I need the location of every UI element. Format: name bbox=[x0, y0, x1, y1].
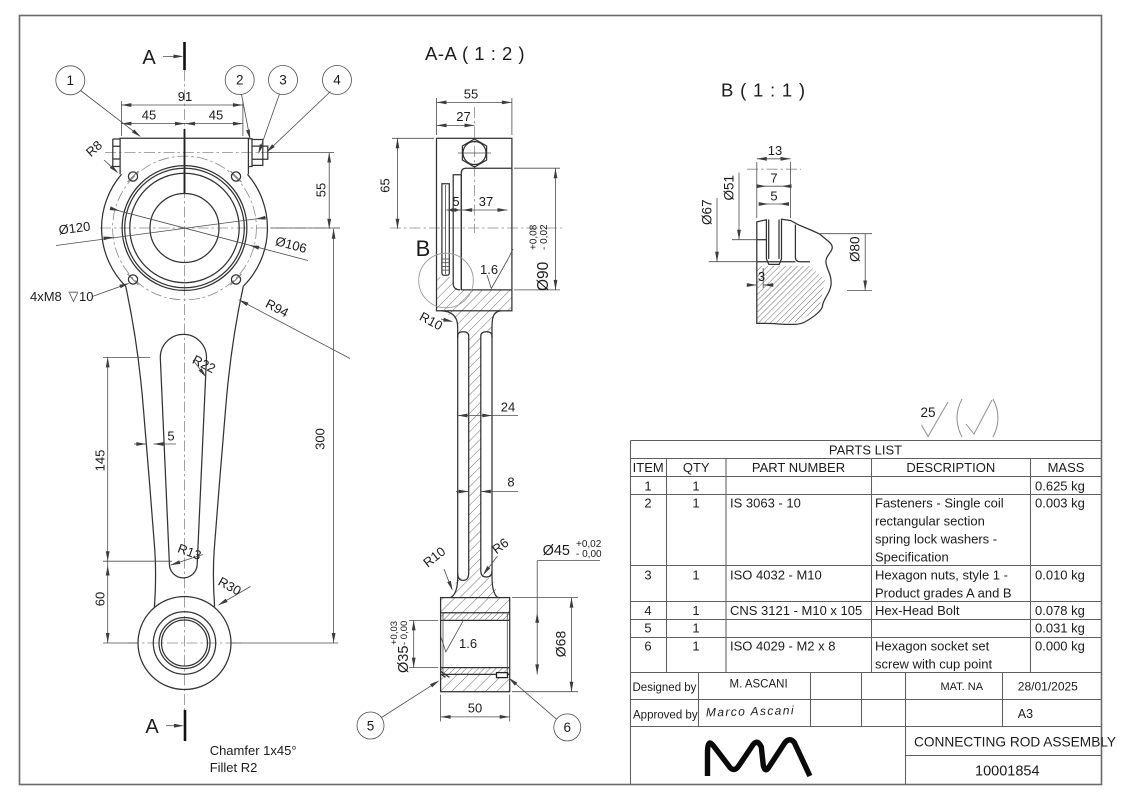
svg-text:1.6: 1.6 bbox=[480, 262, 498, 277]
svg-text:Hex-Head Bolt: Hex-Head Bolt bbox=[875, 603, 960, 618]
svg-text:5: 5 bbox=[644, 621, 651, 636]
svg-text:7: 7 bbox=[770, 171, 777, 186]
svg-text:PARTS LIST: PARTS LIST bbox=[829, 442, 902, 457]
svg-text:37: 37 bbox=[479, 194, 493, 209]
svg-text:DESCRIPTION: DESCRIPTION bbox=[906, 460, 995, 475]
svg-text:A-A ( 1 : 2 ): A-A ( 1 : 2 ) bbox=[425, 43, 525, 64]
svg-text:55: 55 bbox=[464, 87, 478, 102]
svg-text:65: 65 bbox=[378, 178, 393, 192]
svg-text:45: 45 bbox=[142, 108, 156, 123]
svg-text:B ( 1 : 1 ): B ( 1 : 1 ) bbox=[721, 80, 806, 101]
svg-text:- 0,00: - 0,00 bbox=[576, 549, 602, 560]
svg-text:Fasteners - Single coil: Fasteners - Single coil bbox=[875, 496, 1004, 511]
svg-text:5: 5 bbox=[167, 429, 174, 444]
svg-text:2: 2 bbox=[236, 73, 244, 88]
svg-text:CONNECTING ROD ASSEMBLY: CONNECTING ROD ASSEMBLY bbox=[914, 734, 1116, 749]
svg-text:Ø45: Ø45 bbox=[543, 543, 570, 559]
svg-text:50: 50 bbox=[468, 701, 482, 716]
svg-text:55: 55 bbox=[314, 183, 329, 197]
svg-text:MASS: MASS bbox=[1048, 460, 1085, 475]
svg-text:Ø51: Ø51 bbox=[722, 175, 737, 201]
svg-text:Ø80: Ø80 bbox=[848, 236, 863, 262]
svg-text:spring lock washers -: spring lock washers - bbox=[875, 532, 997, 547]
svg-text:0.625 kg: 0.625 kg bbox=[1035, 478, 1085, 493]
svg-text:3: 3 bbox=[279, 73, 287, 88]
svg-text:M. ASCANI: M. ASCANI bbox=[730, 679, 788, 691]
svg-text:A: A bbox=[145, 716, 159, 738]
svg-text:CNS 3121 - M10 x 105: CNS 3121 - M10 x 105 bbox=[730, 603, 862, 618]
svg-text:Ø67: Ø67 bbox=[700, 199, 715, 225]
svg-text:10001854: 10001854 bbox=[975, 764, 1040, 780]
svg-text:60: 60 bbox=[93, 592, 108, 606]
svg-text:+0,02: +0,02 bbox=[576, 539, 602, 550]
svg-text:4: 4 bbox=[644, 603, 651, 618]
svg-text:Chamfer 1x45°: Chamfer 1x45° bbox=[210, 743, 297, 758]
svg-text:ISO 4029 - M2 x 8: ISO 4029 - M2 x 8 bbox=[730, 639, 836, 654]
svg-text:1: 1 bbox=[644, 478, 651, 493]
svg-text:Marco Ascani: Marco Ascani bbox=[706, 703, 795, 719]
svg-text:+0,03: +0,03 bbox=[389, 621, 400, 645]
svg-text:+0,08: +0,08 bbox=[529, 224, 540, 250]
svg-text:0.000 kg: 0.000 kg bbox=[1035, 639, 1085, 654]
svg-text:0.031 kg: 0.031 kg bbox=[1035, 621, 1085, 636]
svg-text:Designed by: Designed by bbox=[633, 682, 697, 694]
svg-text:Ø35: Ø35 bbox=[396, 646, 412, 673]
svg-text:8: 8 bbox=[507, 475, 514, 490]
svg-text:PART NUMBER: PART NUMBER bbox=[752, 460, 845, 475]
svg-text:1: 1 bbox=[692, 621, 699, 636]
svg-text:- 0,00: - 0,00 bbox=[399, 621, 410, 645]
svg-text:5: 5 bbox=[452, 194, 459, 209]
svg-text:A: A bbox=[142, 47, 156, 69]
svg-text:1: 1 bbox=[692, 478, 699, 493]
svg-text:Specification: Specification bbox=[875, 550, 949, 565]
svg-text:6: 6 bbox=[564, 720, 572, 735]
svg-text:4xM8: 4xM8 bbox=[30, 289, 62, 304]
svg-text:1.6: 1.6 bbox=[459, 636, 477, 651]
svg-text:0.078 kg: 0.078 kg bbox=[1035, 603, 1085, 618]
svg-text:28/01/2025: 28/01/2025 bbox=[1018, 680, 1078, 694]
svg-text:13: 13 bbox=[768, 143, 782, 158]
svg-text:1: 1 bbox=[692, 567, 699, 582]
svg-text:Ø90: Ø90 bbox=[535, 261, 552, 291]
svg-text:Hexagon socket set: Hexagon socket set bbox=[875, 639, 990, 654]
svg-text:5: 5 bbox=[770, 189, 777, 204]
svg-text:Hexagon nuts, style 1 -: Hexagon nuts, style 1 - bbox=[875, 567, 1008, 582]
svg-text:MAT. NA: MAT. NA bbox=[941, 681, 984, 693]
svg-text:1: 1 bbox=[692, 639, 699, 654]
svg-text:5: 5 bbox=[367, 718, 375, 733]
svg-text:91: 91 bbox=[178, 89, 192, 104]
svg-text:2: 2 bbox=[644, 496, 651, 511]
svg-text:rectangular section: rectangular section bbox=[875, 514, 985, 529]
svg-text:Ø68: Ø68 bbox=[553, 631, 569, 658]
svg-text:ISO 4032 - M10: ISO 4032 - M10 bbox=[730, 567, 822, 582]
svg-text:0.010 kg: 0.010 kg bbox=[1035, 567, 1085, 582]
svg-text:24: 24 bbox=[501, 400, 515, 415]
svg-text:4: 4 bbox=[333, 73, 341, 88]
svg-text:1: 1 bbox=[692, 603, 699, 618]
svg-text:6: 6 bbox=[644, 639, 651, 654]
svg-text:screw with cup point: screw with cup point bbox=[875, 657, 992, 672]
svg-text:QTY: QTY bbox=[683, 460, 710, 475]
svg-text:Approved by: Approved by bbox=[633, 710, 698, 722]
svg-text:300: 300 bbox=[313, 428, 328, 450]
svg-text:Ø120: Ø120 bbox=[58, 219, 91, 238]
svg-text:3: 3 bbox=[758, 269, 765, 284]
svg-text:B: B bbox=[416, 236, 431, 261]
svg-text:45: 45 bbox=[209, 108, 223, 123]
svg-text:IS 3063 - 10: IS 3063 - 10 bbox=[730, 496, 801, 511]
svg-text:A3: A3 bbox=[1018, 707, 1033, 721]
svg-text:3: 3 bbox=[644, 567, 651, 582]
svg-text:25: 25 bbox=[921, 405, 936, 420]
svg-text:- 0,02: - 0,02 bbox=[539, 224, 550, 250]
svg-text:Fillet R2: Fillet R2 bbox=[210, 760, 258, 775]
svg-text:145: 145 bbox=[93, 450, 108, 472]
svg-text:10: 10 bbox=[79, 289, 93, 304]
svg-text:1: 1 bbox=[692, 496, 699, 511]
svg-text:27: 27 bbox=[456, 109, 470, 124]
svg-text:Product grades A and B: Product grades A and B bbox=[875, 585, 1012, 600]
svg-text:ITEM: ITEM bbox=[633, 460, 664, 475]
svg-text:1: 1 bbox=[67, 73, 75, 88]
svg-text:0.003 kg: 0.003 kg bbox=[1035, 496, 1085, 511]
